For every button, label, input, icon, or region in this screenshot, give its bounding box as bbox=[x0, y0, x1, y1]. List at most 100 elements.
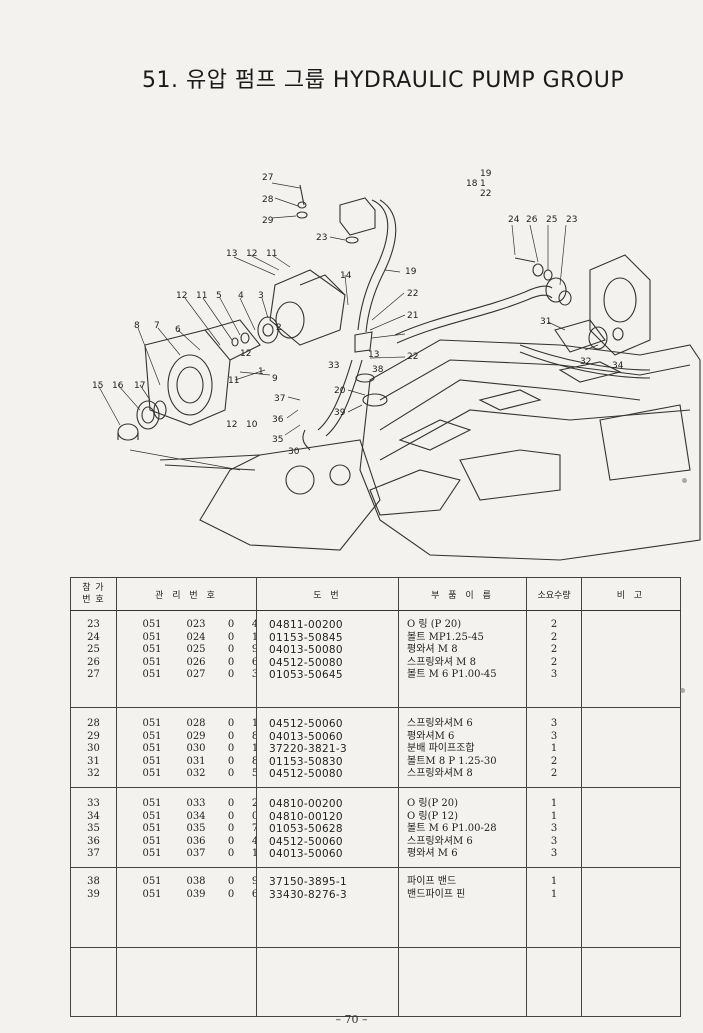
part-name: 스프링와셔 M 8 bbox=[407, 656, 476, 668]
management-number-part: 028 bbox=[186, 718, 206, 729]
col-no bbox=[70, 947, 117, 1017]
management-number-part: 039 bbox=[186, 888, 206, 900]
part-name: 평와셔 M 6 bbox=[407, 848, 458, 859]
management-number-part: 8 bbox=[243, 756, 256, 769]
management-number-part: 035 bbox=[186, 823, 206, 834]
table-group: 3334353637051033020510340005103507051036… bbox=[70, 787, 681, 868]
management-number-part: 051 bbox=[142, 810, 162, 822]
callout-label: 30 bbox=[288, 447, 300, 457]
drawing-number: 01053-50645 bbox=[269, 669, 343, 681]
management-number: 05103701 bbox=[118, 848, 255, 861]
management-number-part: 033 bbox=[186, 798, 206, 809]
callout-label: 23 bbox=[566, 215, 577, 225]
drawing-number: 37150-3895-1 bbox=[269, 876, 347, 888]
management-number-part: 051 bbox=[142, 656, 162, 668]
drawing-number: 01153-50830 bbox=[269, 755, 343, 768]
callout-label: 3 bbox=[258, 291, 264, 301]
drawing-number: 37220-3821-3 bbox=[269, 743, 347, 755]
page-title: 51. 유압 펌프 그룹 HYDRAULIC PUMP GROUP bbox=[142, 68, 625, 93]
management-number-part: 9 bbox=[243, 876, 256, 889]
item-number: 35 bbox=[87, 823, 100, 834]
part-name: 스프링와셔M 6 bbox=[407, 718, 473, 729]
drawing-number: 04013-50080 bbox=[269, 644, 343, 656]
header-mgmt-no: 관 리 번 호 bbox=[116, 577, 257, 611]
col-remark bbox=[581, 707, 681, 788]
management-number-part: 0 bbox=[227, 631, 235, 643]
callout-label: 18 bbox=[466, 179, 478, 189]
header-item-no: 참 가 번 호 bbox=[70, 577, 117, 611]
management-number-part: 051 bbox=[142, 823, 162, 834]
callout-label: 12 bbox=[246, 249, 257, 259]
management-number-part: 024 bbox=[186, 631, 206, 643]
drawing-number: 04512-50080 bbox=[269, 656, 343, 669]
callout-label: 12 bbox=[226, 420, 237, 430]
callout-label: 21 bbox=[407, 311, 418, 321]
callout-label: 22 bbox=[407, 289, 418, 299]
callout-label: 11 bbox=[266, 249, 277, 259]
callout-label: 33 bbox=[328, 361, 339, 371]
callout-label: 31 bbox=[540, 317, 551, 327]
remark bbox=[583, 731, 680, 744]
management-number-part: 0 bbox=[227, 768, 235, 779]
management-number-part: 0 bbox=[227, 848, 235, 859]
callout-label: 19 bbox=[405, 267, 417, 277]
quantity: 1 bbox=[550, 743, 558, 754]
table-group-empty bbox=[70, 947, 681, 1017]
management-number-part: 9 bbox=[243, 644, 256, 657]
callout-label: 9 bbox=[272, 374, 278, 384]
management-number-part: 0 bbox=[227, 755, 235, 767]
table-group: 3839051038090510390637150-3895-133430-82… bbox=[70, 867, 681, 948]
part-name: 평와셔M 6 bbox=[407, 730, 455, 742]
management-number-part: 0 bbox=[227, 644, 235, 655]
callout-label: 7 bbox=[154, 321, 160, 331]
callout-label: 22 bbox=[407, 352, 418, 362]
callout-label: 15 bbox=[92, 381, 103, 391]
part-name: 볼트 M 6 P1.00-28 bbox=[407, 823, 497, 834]
management-number-part: 1 bbox=[243, 718, 256, 731]
col-mgmt: 0510230405102401051025090510260605102703 bbox=[116, 610, 257, 708]
management-number-part: 0 bbox=[227, 876, 235, 887]
callout-label: 23 bbox=[316, 233, 327, 243]
management-number-part: 0 bbox=[227, 888, 235, 900]
quantity: 2 bbox=[550, 768, 558, 779]
header-drawing-no: 도 번 bbox=[256, 577, 399, 611]
header-part-name: 부 품 이 름 bbox=[398, 577, 527, 611]
management-number-part: 029 bbox=[186, 730, 206, 742]
callout-label: 38 bbox=[372, 365, 384, 375]
quantity: 3 bbox=[550, 835, 558, 847]
drawing-number: 04512-50060 bbox=[269, 718, 343, 730]
callout-label: 26 bbox=[526, 215, 538, 225]
management-number-part: 4 bbox=[243, 836, 256, 849]
remark bbox=[583, 848, 680, 861]
management-number: 05102908 bbox=[118, 730, 255, 744]
callout-label: 34 bbox=[612, 361, 624, 371]
management-number-part: 051 bbox=[142, 669, 162, 680]
management-number-part: 0 bbox=[227, 730, 235, 742]
management-number-part: 037 bbox=[186, 848, 206, 859]
part-name: O 링 (P 20) bbox=[407, 619, 462, 630]
management-number: 05103809 bbox=[118, 876, 256, 889]
callout-label: 32 bbox=[580, 357, 591, 367]
management-number-part: 0 bbox=[227, 669, 235, 680]
quantity: 3 bbox=[550, 718, 558, 729]
remark bbox=[583, 798, 680, 811]
drawing-number: 01153-50845 bbox=[269, 631, 343, 644]
col-qty bbox=[526, 947, 582, 1017]
callout-label: 13 bbox=[368, 350, 379, 360]
management-number: 05103604 bbox=[118, 836, 256, 849]
management-number-part: 026 bbox=[186, 656, 206, 668]
item-number: 25 bbox=[87, 644, 100, 655]
management-number-part: 0 bbox=[227, 798, 235, 809]
callout-label: 13 bbox=[226, 249, 237, 259]
part-name: 볼트 M 6 P1.00-45 bbox=[407, 669, 497, 680]
col-remark bbox=[581, 610, 681, 708]
part-name: O 링(P 20) bbox=[407, 798, 459, 809]
management-number-part: 051 bbox=[142, 718, 162, 729]
